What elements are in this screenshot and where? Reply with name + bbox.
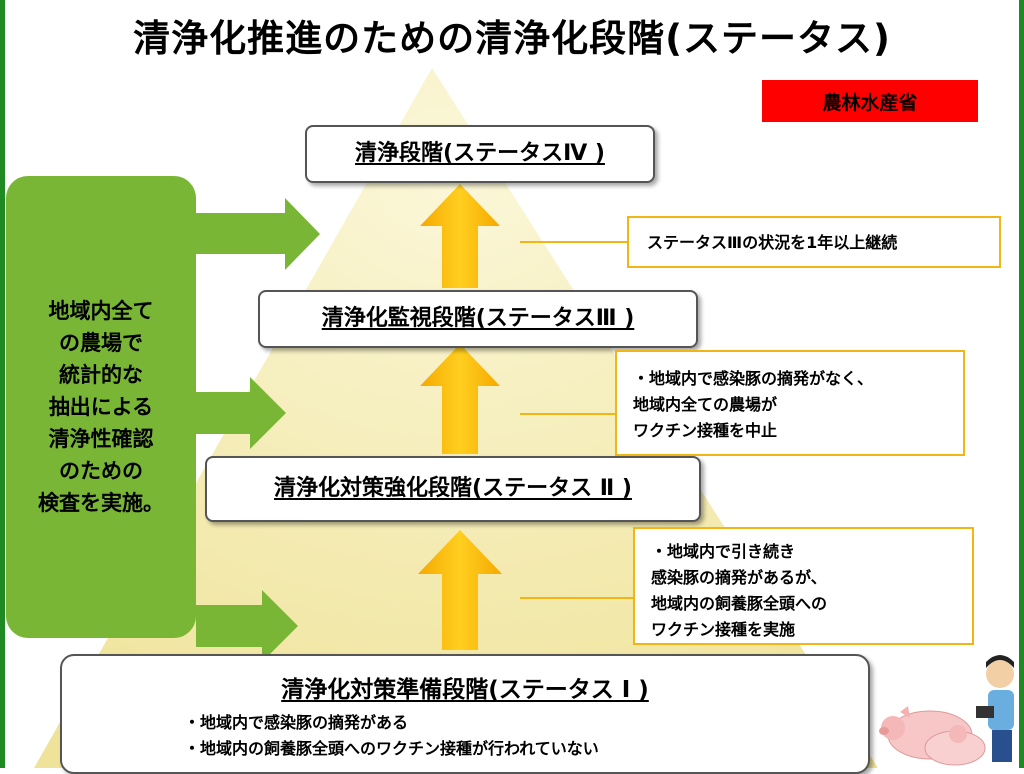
stage-4-label: 清浄段階(ステータスⅣ ) [355, 141, 605, 166]
stage-1-condition: ・地域内の飼養豚全頭へのワクチン接種が行われていない [184, 739, 599, 758]
stage-2-box: 清浄化対策強化段階(ステータス Ⅱ ) [205, 456, 701, 522]
farmer-icon [976, 655, 1014, 762]
stage-4-box: 清浄段階(ステータスⅣ ) [305, 125, 655, 183]
stage-1-condition: ・地域内で感染豚の摘発がある [184, 713, 409, 732]
arrow-right-1-icon [196, 198, 320, 270]
stage-3-label: 清浄化監視段階(ステータスⅢ ) [321, 306, 635, 331]
stage-1-box: 清浄化対策準備段階(ステータス Ⅰ ) ・地域内で感染豚の摘発がある ・地域内の… [60, 654, 870, 774]
slide-frame-right [1019, 0, 1024, 768]
slide-frame-left [0, 0, 5, 768]
arrow-up-2-icon [420, 344, 500, 454]
note-status-3-to-4: ステータスⅢの状況を1年以上継続 [627, 216, 1001, 268]
arrow-right-3-icon [196, 590, 298, 662]
pig-icon [879, 706, 986, 766]
arrow-right-2-icon [196, 377, 286, 449]
ministry-badge: 農林水産省 [762, 80, 978, 122]
note-status-1-to-2: ・地域内で引き続き 感染豚の摘発があるが、 地域内の飼養豚全頭への ワクチン接種… [633, 527, 974, 645]
stage-2-label: 清浄化対策強化段階(ステータス Ⅱ ) [274, 476, 632, 501]
slide-title: 清浄化推進のための清浄化段階(ステータス) [133, 17, 891, 60]
stage-1-label: 清浄化対策準備段階(ステータス Ⅰ ) [281, 677, 649, 703]
stage-1-conditions: ・地域内で感染豚の摘発がある ・地域内の飼養豚全頭へのワクチン接種が行われていな… [184, 710, 868, 762]
arrow-up-1-icon [418, 530, 502, 650]
note-status-2-to-3: ・地域内で感染豚の摘発がなく、 地域内全ての農場が ワクチン接種を中止 [615, 350, 965, 456]
stage-3-box: 清浄化監視段階(ステータスⅢ ) [258, 290, 698, 348]
arrow-up-3-icon [420, 184, 500, 288]
inspection-panel-text: 地域内全て の農場で 統計的な 抽出による 清浄性確認 のための 検査を実施。 [38, 299, 164, 515]
inspection-panel: 地域内全て の農場で 統計的な 抽出による 清浄性確認 のための 検査を実施。 [6, 176, 196, 638]
